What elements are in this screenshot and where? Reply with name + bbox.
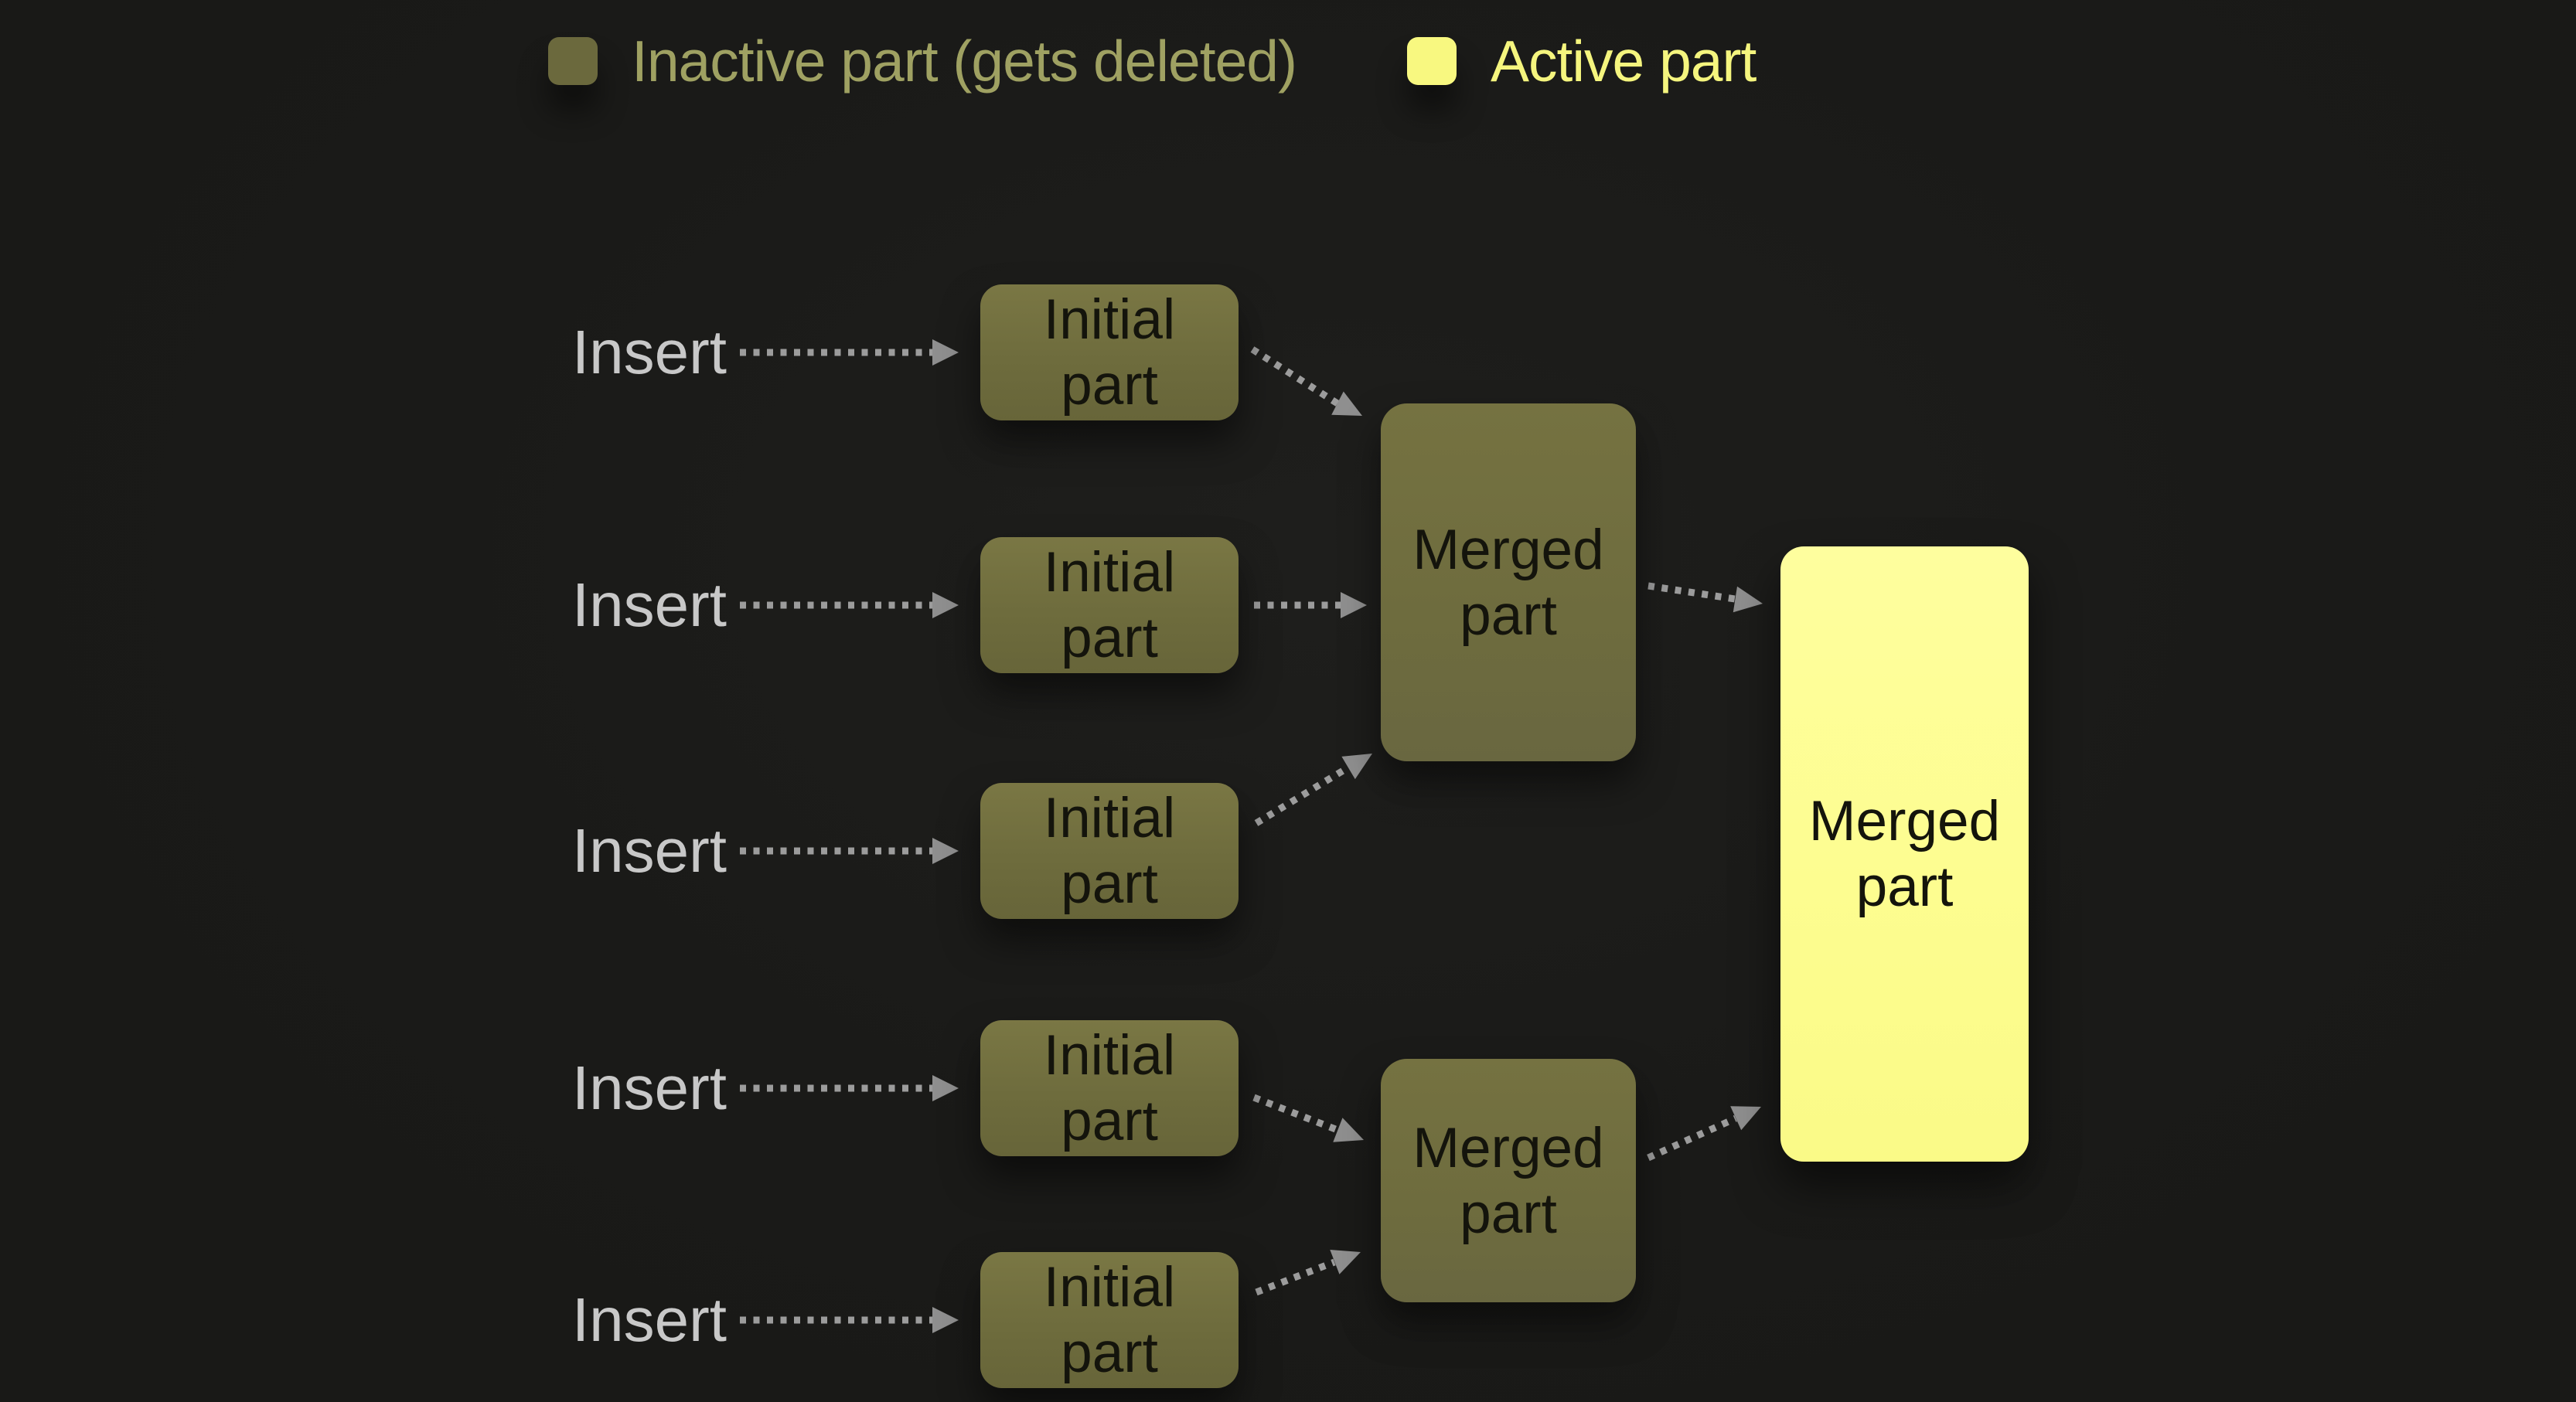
insert-label-4: Insert (571, 1053, 727, 1122)
insert-arrow-3 (740, 838, 959, 864)
legend-item-active: Active part (1407, 29, 1757, 94)
merge-arrow-r4 (1252, 1094, 1364, 1142)
inactive-swatch-icon (548, 37, 598, 85)
merge-arrow-r2 (1254, 592, 1367, 618)
insert-arrow-1 (740, 339, 959, 366)
merge-arrow-r5 (1255, 1250, 1361, 1296)
merge-arrow-r3 (1254, 754, 1372, 826)
active-swatch-icon (1407, 37, 1457, 85)
insert-arrow-4 (740, 1075, 959, 1101)
insert-label-1: Insert (571, 318, 727, 386)
insert-label-5: Insert (571, 1285, 727, 1354)
insert-label-2: Insert (571, 570, 727, 639)
final-arrow-m2 (1647, 1106, 1761, 1162)
insert-arrow-5 (740, 1307, 959, 1333)
insert-label-3: Insert (571, 816, 727, 885)
legend-label-active: Active part (1491, 29, 1757, 94)
legend-item-inactive: Inactive part (gets deleted) (548, 29, 1297, 94)
insert-arrow-2 (740, 592, 959, 618)
final-arrow-m1 (1647, 582, 1763, 613)
merge-arrow-r1 (1250, 346, 1362, 416)
legend-label-inactive: Inactive part (gets deleted) (632, 29, 1297, 94)
